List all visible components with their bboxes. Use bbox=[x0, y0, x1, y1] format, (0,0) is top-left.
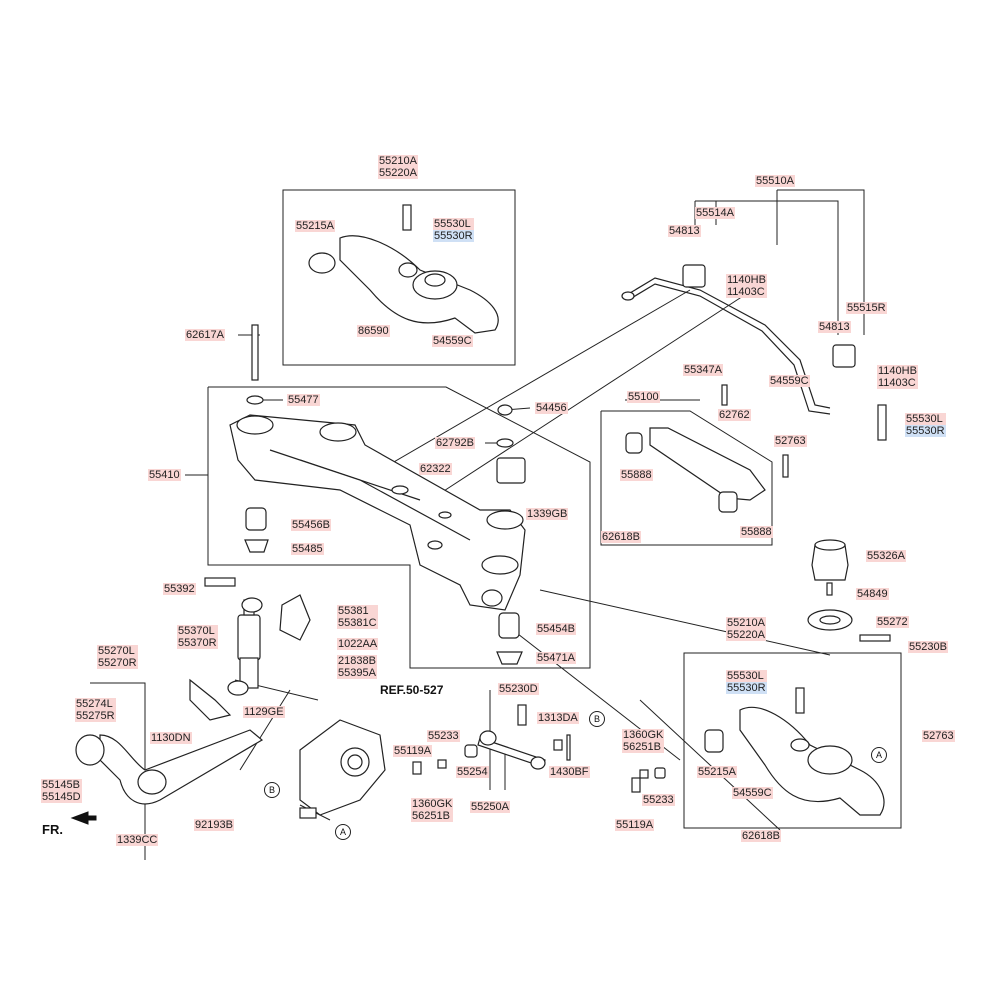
part-label: 55119A bbox=[615, 819, 655, 831]
part-label: 62618B bbox=[741, 830, 781, 842]
part-label: 55119A bbox=[393, 745, 433, 757]
part-label: 55888 bbox=[740, 526, 773, 538]
part-label: 55410 bbox=[148, 469, 181, 481]
part-label: 1129GE bbox=[243, 706, 285, 718]
part-label: 92193B bbox=[194, 819, 234, 831]
part-label: 55514A bbox=[695, 207, 735, 219]
part-label: 55230D bbox=[498, 683, 539, 695]
part-label: 55326A bbox=[866, 550, 906, 562]
part-label: 55888 bbox=[620, 469, 653, 481]
knuckle bbox=[299, 719, 386, 819]
part-label: 54849 bbox=[856, 588, 889, 600]
lateral-link bbox=[412, 704, 666, 793]
part-label: 55215A bbox=[697, 766, 737, 778]
part-label: 62322 bbox=[419, 463, 452, 475]
part-label: 55454B bbox=[536, 623, 576, 635]
part-label: 55515R bbox=[846, 302, 887, 314]
part-label: 62762 bbox=[718, 409, 751, 421]
part-label: 55215A bbox=[295, 220, 335, 232]
part-label: 55456B bbox=[291, 519, 331, 531]
part-label: 1430BF bbox=[549, 766, 590, 778]
part-label: 1313DA bbox=[537, 712, 579, 724]
crossmember bbox=[229, 414, 526, 611]
part-label: 1339CC bbox=[116, 834, 159, 846]
part-label: 55392 bbox=[163, 583, 196, 595]
part-label: 54559C bbox=[769, 375, 810, 387]
part-label: 55485 bbox=[291, 543, 324, 555]
part-label: 54813 bbox=[818, 321, 851, 333]
part-label: 52763 bbox=[922, 730, 955, 742]
shock-absorber bbox=[204, 577, 311, 696]
part-label: 55100 bbox=[627, 391, 660, 403]
part-label: 55230B bbox=[908, 641, 948, 653]
part-label: 1130DN bbox=[150, 732, 192, 744]
part-label: 55272 bbox=[876, 616, 909, 628]
part-label: 54813 bbox=[668, 225, 701, 237]
upper-control-arm-top bbox=[308, 204, 499, 334]
bolt bbox=[251, 324, 259, 381]
trailing-arm bbox=[75, 678, 264, 805]
reference-text: REF.50-527 bbox=[380, 683, 444, 697]
upper-arm-detail-box bbox=[282, 189, 516, 366]
part-label: 86590 bbox=[357, 325, 390, 337]
marker-a: A bbox=[335, 824, 351, 840]
marker-a: A bbox=[871, 747, 887, 763]
front-arrow-icon bbox=[70, 811, 97, 825]
spring-seat bbox=[807, 539, 853, 631]
part-label: 55347A bbox=[683, 364, 723, 376]
part-label: 55233 bbox=[427, 730, 460, 742]
part-label: 54559C bbox=[732, 787, 773, 799]
part-label: 55254 bbox=[456, 766, 489, 778]
front-indicator-text: FR. bbox=[42, 822, 63, 837]
part-label: 55477 bbox=[287, 394, 320, 406]
part-label: 55510A bbox=[755, 175, 795, 187]
assist-arm bbox=[625, 384, 789, 513]
part-label: 55250A bbox=[470, 801, 510, 813]
part-label: 55471A bbox=[536, 652, 576, 664]
stabilizer-bar bbox=[621, 264, 887, 441]
marker-b: B bbox=[264, 782, 280, 798]
marker-b: B bbox=[589, 711, 605, 727]
part-label: 62792B bbox=[435, 437, 475, 449]
assist-arm-group-box bbox=[600, 410, 773, 546]
part-label: 1022AA bbox=[337, 638, 379, 650]
part-label: 1339GB bbox=[526, 508, 569, 520]
part-label: 54559C bbox=[432, 335, 473, 347]
lower-control-arm bbox=[704, 634, 891, 816]
part-label: 62618B bbox=[601, 531, 641, 543]
crossmember-group-box bbox=[207, 386, 591, 669]
part-label: 52763 bbox=[774, 435, 807, 447]
part-label: 55233 bbox=[642, 794, 675, 806]
part-label: 62617A bbox=[185, 329, 225, 341]
part-label: 54456 bbox=[535, 402, 568, 414]
